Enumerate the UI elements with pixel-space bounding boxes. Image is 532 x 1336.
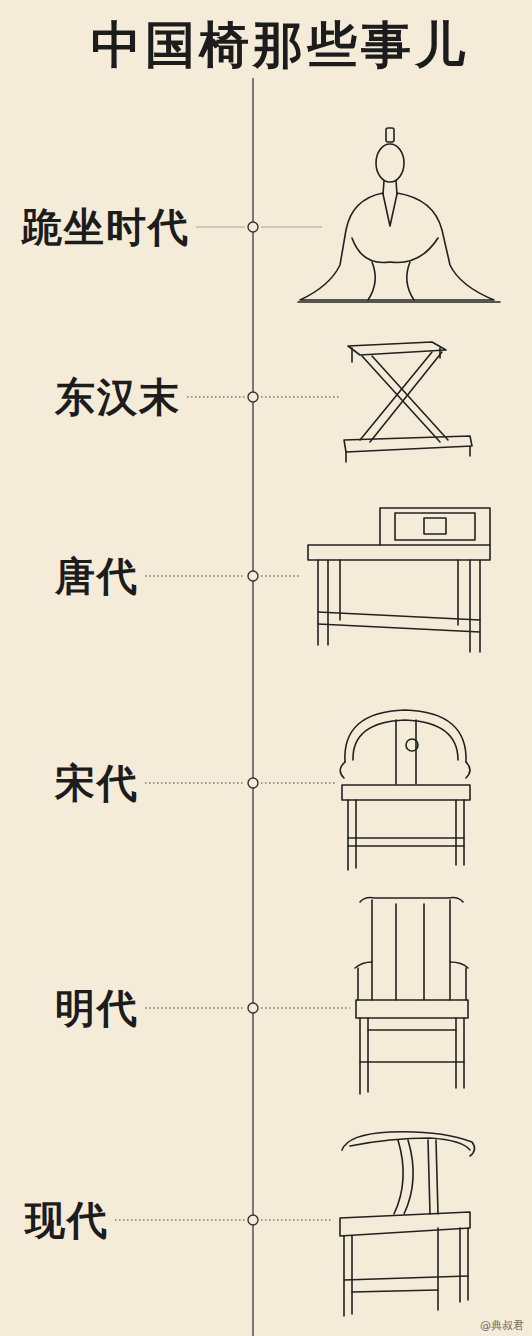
leader-line xyxy=(187,396,245,397)
era-label: 唐代 xyxy=(55,554,139,598)
tang-chair xyxy=(308,508,490,652)
leader-line xyxy=(115,1219,245,1220)
era-label: 明代 xyxy=(55,986,139,1030)
era-label: 宋代 xyxy=(55,761,139,805)
era-label: 跪坐时代 xyxy=(22,205,190,249)
leader-line xyxy=(145,575,245,576)
leader-line xyxy=(261,575,300,576)
ming-official-hat-chair xyxy=(355,898,468,1095)
leader-line xyxy=(145,782,245,783)
title: 中国椅那些事儿 xyxy=(91,17,469,72)
leader-line xyxy=(145,1007,245,1008)
modern-wishbone-chair xyxy=(340,1132,475,1316)
leader-line xyxy=(261,1007,350,1008)
leader-line xyxy=(261,227,322,228)
leader-line xyxy=(196,227,245,228)
leader-line xyxy=(261,782,335,783)
era-label: 东汉末 xyxy=(55,375,181,419)
watermark: @典叔君 xyxy=(480,1320,524,1332)
timeline-axis xyxy=(252,78,253,1336)
leader-line xyxy=(261,1219,332,1220)
timeline-dots xyxy=(248,222,258,1225)
era-label: 现代 xyxy=(25,1198,109,1242)
folding-stool xyxy=(344,342,472,462)
song-round-back-chair xyxy=(340,710,470,870)
leader-line xyxy=(261,396,340,397)
kneeling-figure xyxy=(298,128,500,302)
